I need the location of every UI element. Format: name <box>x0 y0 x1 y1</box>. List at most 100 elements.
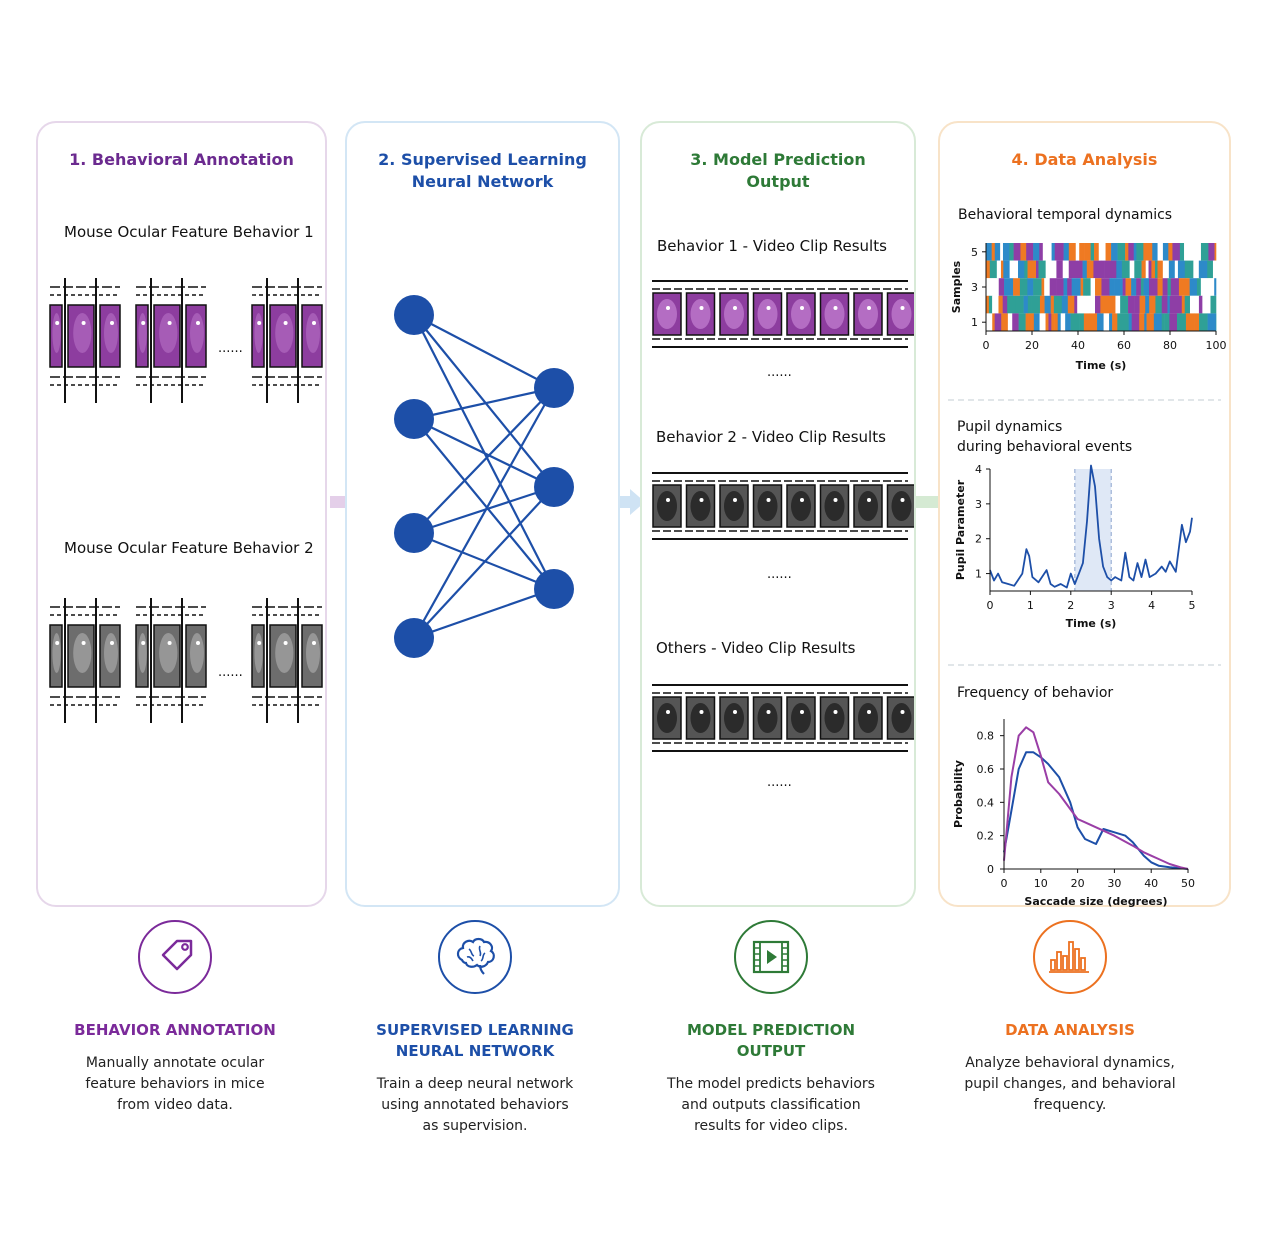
heatmap-cell <box>1056 278 1064 296</box>
heatmap-cell <box>1168 243 1173 261</box>
heatmap-cell <box>996 260 1002 279</box>
heatmap-cell <box>1086 278 1091 296</box>
heatmap-cell <box>1156 313 1163 331</box>
heatmap-cell <box>1075 243 1080 261</box>
heatmap-cell <box>1002 243 1010 261</box>
heatmap-cell <box>1140 278 1144 296</box>
eye-image <box>306 633 320 673</box>
glint <box>666 306 670 310</box>
heatmap-cell <box>1133 243 1137 261</box>
glint <box>733 710 737 714</box>
heatmap-cell <box>1114 278 1123 296</box>
heatmap-cell <box>986 260 991 279</box>
input-node <box>394 399 434 439</box>
heatmap-cell <box>1018 313 1026 331</box>
summary-annotation: BEHAVIOR ANNOTATION Manually annotate oc… <box>30 920 320 1116</box>
heatmap-cell <box>998 295 1003 314</box>
heatmap-cell <box>1124 260 1130 279</box>
heatmap-cell <box>1100 295 1110 314</box>
y-tick-label: 1 <box>975 568 982 581</box>
y-tick-label: 5 <box>971 246 978 259</box>
glint <box>257 641 262 645</box>
heatmap-cell <box>1007 313 1013 331</box>
ellipsis: ...... <box>218 665 243 680</box>
output-node <box>534 569 574 609</box>
behavior-2-label: Mouse Ocular Feature Behavior 2 <box>64 539 314 557</box>
heatmap-cell <box>1093 260 1102 279</box>
summary-description: Manually annotate ocular feature behavio… <box>85 1055 265 1113</box>
eye-image <box>138 633 147 673</box>
heatmap-cell <box>1095 278 1102 296</box>
eye-image <box>306 313 320 353</box>
heatmap-cell <box>1063 243 1070 261</box>
heatmap-cell <box>986 295 990 314</box>
filmstrip-group <box>135 278 207 403</box>
x-tick-label: 100 <box>1206 339 1227 352</box>
summary-title: DATA ANALYSIS <box>1005 1021 1135 1039</box>
heatmap-cell <box>1214 278 1217 296</box>
heatmap-cell <box>1143 243 1153 261</box>
heatmap-cell <box>1209 278 1215 296</box>
video-icon <box>734 920 808 994</box>
heatmap-cell <box>1065 313 1071 331</box>
heatmap-cell <box>1025 313 1029 331</box>
eye-image <box>690 299 711 329</box>
heatmap-cell <box>1125 243 1129 261</box>
heatmap-cell <box>1003 260 1010 279</box>
heatmap-cell <box>1031 313 1035 331</box>
heatmap-cell <box>1194 313 1200 331</box>
heatmap-cell <box>1184 243 1193 261</box>
filmstrip-group <box>49 278 121 403</box>
glint <box>666 498 670 502</box>
nn-connection <box>413 418 555 590</box>
heatmap-cell <box>1077 295 1083 314</box>
eye-image <box>657 491 677 521</box>
heatmap-cell <box>1157 278 1163 296</box>
model-prediction-panel: 3. Model Prediction Output Behavior 1 - … <box>640 121 916 907</box>
filmstrip-group <box>251 278 323 403</box>
glint <box>283 321 288 325</box>
behavioral-annotation-panel: 1. Behavioral Annotation Mouse Ocular Fe… <box>36 121 327 907</box>
heatmap-cell <box>1167 295 1171 314</box>
glint <box>167 641 172 645</box>
eye-image <box>791 703 811 733</box>
x-tick-label: 60 <box>1117 339 1131 352</box>
heatmap-cell <box>1027 260 1037 279</box>
eye-image <box>891 703 912 733</box>
y-tick-label: 3 <box>971 281 978 294</box>
y-tick-label: 0 <box>987 863 994 876</box>
glint <box>167 321 172 325</box>
input-node <box>394 618 434 658</box>
y-tick-label: 0.6 <box>977 763 995 776</box>
eye-image <box>275 313 294 353</box>
ellipsis: ...... <box>767 365 792 380</box>
glint <box>900 306 905 310</box>
heatmap-cell <box>1012 313 1019 331</box>
heatmap-cell <box>1157 243 1164 261</box>
heatmap-cell <box>1109 278 1115 296</box>
panel-title: 3. Model Prediction Output <box>690 150 866 191</box>
eye-image <box>138 313 147 353</box>
x-tick-label: 0 <box>983 339 990 352</box>
glint <box>733 306 737 310</box>
heatmap-cell <box>1154 260 1158 279</box>
eye-image <box>52 633 61 673</box>
heatmap-cell <box>1104 260 1112 279</box>
heatmap-cell <box>1031 295 1041 314</box>
heatmap-cell <box>1153 313 1157 331</box>
heatmap-cell <box>1089 260 1094 279</box>
heatmap-cell <box>1143 278 1150 296</box>
heatmap-cell <box>1189 295 1200 314</box>
x-tick-label: 50 <box>1181 877 1195 890</box>
heatmap-cell <box>1120 295 1129 314</box>
plot-title: Frequency of behavior <box>957 685 1114 701</box>
heatmap-cell <box>1051 243 1056 261</box>
heatmap-cell <box>986 278 993 296</box>
glint <box>833 498 838 502</box>
heatmap-cell <box>1063 278 1068 296</box>
eye-image <box>690 491 711 521</box>
glint <box>867 710 871 714</box>
heatmap-cell <box>1009 260 1013 279</box>
heatmap-cell <box>1062 260 1070 279</box>
heatmap-cell <box>1189 278 1198 296</box>
